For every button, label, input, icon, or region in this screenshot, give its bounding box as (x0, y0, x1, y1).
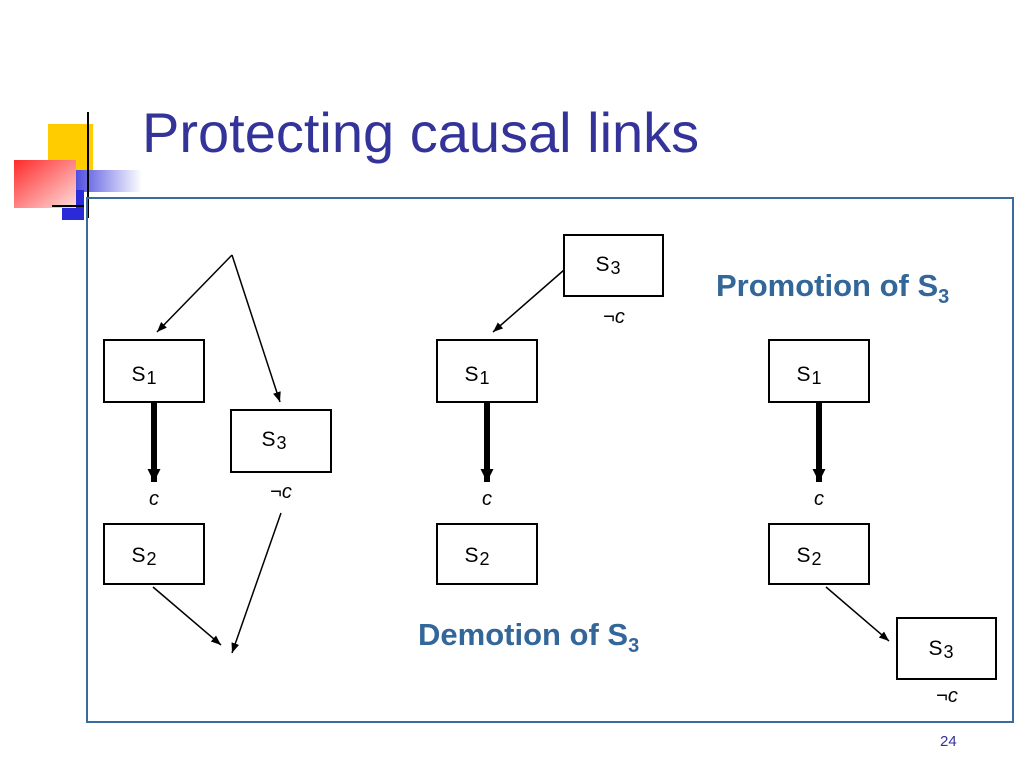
arrow-s3-to-s1 (492, 269, 565, 333)
diagram-frame (86, 197, 1014, 723)
step-label-s1: S1 (131, 363, 156, 388)
step-box-s3 (563, 234, 664, 297)
step-label-s2: S2 (796, 544, 821, 569)
promotion-caption: Promotion of S3 (716, 268, 949, 309)
condition-label: c (482, 488, 492, 510)
step-label-s2: S2 (464, 544, 489, 569)
diagram-threat: S1 c S2 S3 ¬c (103, 254, 332, 654)
promotion-caption-subscript: 3 (938, 286, 950, 309)
slide-title: Protecting causal links (142, 101, 700, 164)
promotion-caption-text: Promotion of S (716, 268, 939, 303)
arrow-s3-to-end (231, 512, 282, 654)
slide-number: 24 (940, 733, 957, 750)
diagram-demotion: S3 ¬c S1 c S2 (436, 234, 664, 585)
step-box-s1 (768, 339, 870, 403)
step-label-s3: S3 (261, 428, 286, 453)
step-box-s3 (230, 409, 332, 473)
negated-condition-label: ¬c (603, 306, 625, 328)
step-label-s1: S1 (796, 363, 821, 388)
negated-condition-label: ¬c (936, 685, 958, 707)
step-label-s3: S3 (928, 637, 953, 662)
step-box-s2 (436, 523, 538, 585)
arrow-start-to-s3 (231, 254, 281, 403)
condition-label: c (814, 488, 824, 510)
step-label-s2: S2 (131, 544, 156, 569)
slide-logo-decoration (14, 112, 142, 220)
arrow-s2-to-s3 (825, 586, 890, 642)
demotion-caption: Demotion of S3 (418, 617, 639, 658)
demotion-caption-subscript: 3 (628, 635, 640, 658)
step-box-s2 (103, 523, 205, 585)
arrow-start-to-s1 (156, 254, 233, 333)
step-label-s3: S3 (595, 253, 620, 278)
step-label-s1: S1 (464, 363, 489, 388)
arrow-s2-to-end (152, 586, 222, 646)
diagram-promotion: S1 c S2 S3 ¬c (768, 339, 997, 707)
condition-label: c (149, 488, 159, 510)
step-box-s3 (896, 617, 997, 680)
negated-condition-label: ¬c (270, 481, 292, 503)
step-box-s2 (768, 523, 870, 585)
demotion-caption-text: Demotion of S (418, 617, 629, 652)
step-box-s1 (436, 339, 538, 403)
